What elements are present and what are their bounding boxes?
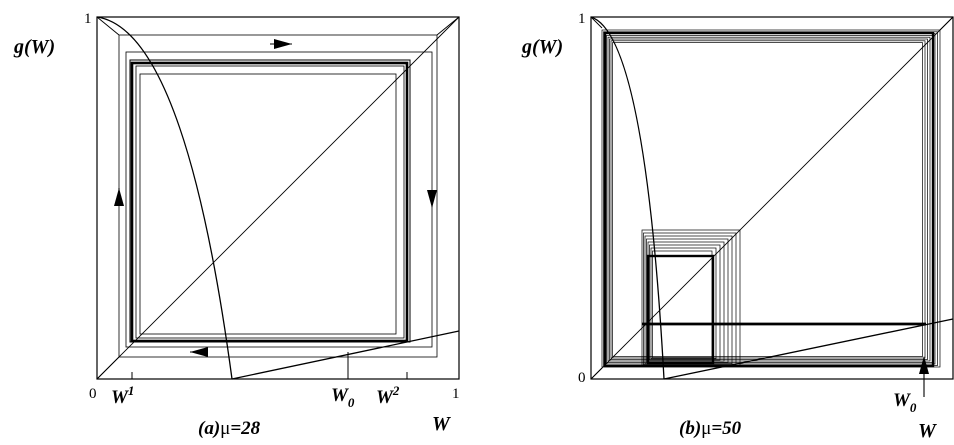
orbit-square — [139, 73, 397, 335]
panel-a-marker-w1: W1 — [111, 383, 134, 408]
panel-a-frame — [96, 16, 460, 380]
orbit-square — [606, 35, 933, 363]
panel-a-marker-w0: W0 — [331, 385, 355, 410]
arrow-right-icon — [274, 39, 292, 49]
orbit-square — [641, 229, 741, 367]
orbit-square — [604, 33, 936, 365]
orbit-square — [129, 59, 411, 343]
panel-b: g(W) 1 0 W0 (b)μ=50 W — [521, 11, 954, 442]
corner-line-tl — [96, 16, 120, 36]
attractor-cycle — [130, 61, 409, 343]
panel-b-ylabel: g(W) — [521, 36, 563, 58]
corner-line-tr — [939, 16, 954, 31]
diagonal-line — [96, 16, 460, 380]
corner-line-tl — [590, 16, 603, 29]
arrow-up-icon — [919, 356, 929, 374]
arrow-up-icon — [114, 188, 124, 206]
panel-a-plot — [96, 16, 460, 380]
orbit-square — [607, 36, 931, 362]
orbit-square — [135, 65, 405, 339]
orbit-square — [603, 31, 938, 366]
corner-line-tr — [436, 16, 460, 36]
arrow-down-icon — [427, 190, 437, 208]
panel-a-marker-w2: W2 — [376, 383, 400, 408]
orbit-square — [650, 247, 717, 360]
lower-map-branch — [231, 330, 460, 380]
panel-a-caption: (a)μ=28 — [198, 418, 261, 439]
panel-b-plot — [590, 16, 954, 397]
lower-map-branch — [663, 318, 954, 380]
corner-line-bl — [96, 356, 120, 380]
orbit-square — [612, 42, 923, 357]
panel-a: g(W) 1 0 1 W1 W0 W2 (a)μ=28 W — [13, 11, 460, 439]
orbit-square — [610, 40, 926, 359]
panel-a-tick-y-1: 1 — [84, 11, 92, 27]
attractor-cycle — [603, 31, 935, 368]
orbit-square — [125, 51, 433, 348]
orbit-square — [643, 232, 737, 366]
panel-a-tick-origin: 0 — [89, 386, 97, 402]
orbit-square — [609, 38, 928, 360]
upper-map-branch — [590, 16, 665, 380]
panel-b-caption: (b)μ=50 — [679, 418, 742, 439]
panel-a-ylabel: g(W) — [13, 36, 55, 58]
panel-b-xlabel: W — [918, 420, 937, 442]
panel-a-xlabel: W — [432, 413, 451, 435]
attractor-cycle — [646, 254, 715, 365]
panel-a-tick-x-1: 1 — [452, 386, 460, 402]
panel-b-tick-y-1: 1 — [578, 11, 586, 27]
panel-b-marker-w0: W0 — [893, 390, 917, 415]
orbit-square — [649, 244, 721, 361]
corner-line-bl — [590, 367, 603, 380]
panel-b-tick-origin: 0 — [578, 370, 586, 386]
arrow-left-icon — [190, 347, 208, 357]
upper-map-branch — [96, 16, 233, 380]
panel-b-frame — [590, 16, 954, 380]
